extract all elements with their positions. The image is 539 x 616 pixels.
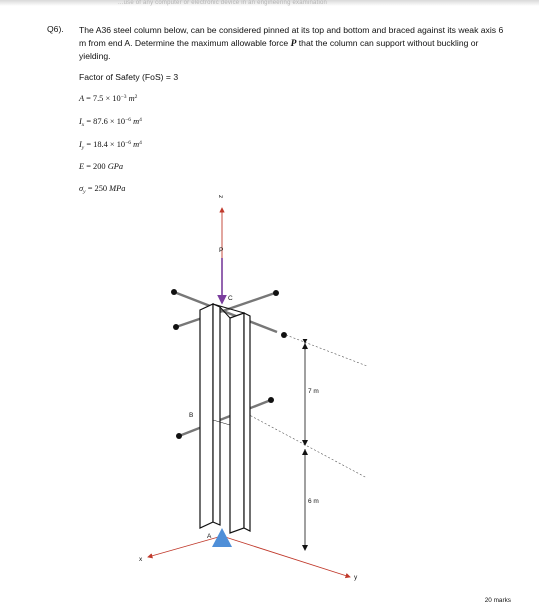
column-flange-right-edge	[243, 312, 251, 532]
page-top-edge	[0, 0, 539, 6]
column-top-web-edge	[212, 303, 245, 314]
x-axis-line	[147, 535, 223, 559]
rod-end-1	[171, 289, 177, 295]
point-b-label: B	[189, 412, 193, 419]
dim-label-6m: 6 m	[308, 498, 319, 505]
dim-label-7m: 7 m	[308, 388, 319, 395]
point-a-label: A	[207, 533, 212, 540]
rod-end-6	[268, 397, 274, 403]
dim-arrow-7m-bottom	[302, 440, 308, 446]
dim-arrow-6m-bottom	[302, 545, 308, 551]
question-text: The A36 steel column below, can be consi…	[79, 24, 509, 63]
question-text-part-2: that the column can support without buck…	[79, 37, 479, 62]
iy-equation: Iy = 18.4 × 10−6 m4	[79, 140, 142, 151]
factor-of-safety: Factor of Safety (FoS) = 3	[79, 72, 179, 82]
area-equation: A = 7.5 × 10−3 m2	[79, 94, 138, 103]
column-top-web-edge-2	[219, 306, 231, 319]
rod-end-5	[176, 433, 182, 439]
dim-ext-top	[285, 334, 368, 367]
dim-ext-mid	[239, 409, 368, 479]
faded-header-text: ...use of any computer or electronic dev…	[118, 0, 328, 6]
rod-end-3	[173, 324, 179, 330]
dim-arrow-7m-top-head	[302, 343, 308, 349]
y-axis-label: y	[354, 574, 358, 581]
yield-stress-equation: σy = 250 MPa	[79, 184, 126, 195]
column-flange-right-face	[229, 312, 245, 534]
marks-label: 20 marks	[484, 597, 511, 604]
column-flange-left-face	[199, 303, 214, 529]
load-symbol-p: P	[290, 38, 297, 49]
z-axis-label: z	[217, 195, 224, 198]
load-label-p: P	[219, 247, 223, 254]
column-web-line	[212, 419, 231, 426]
top-brace-rod-1	[173, 290, 278, 334]
pin-support-icon	[212, 528, 232, 547]
ix-equation: Ix = 87.6 × 10−6 m4	[79, 117, 142, 128]
mid-brace-rod	[178, 398, 272, 438]
column-flange-left-edge	[212, 303, 221, 526]
y-axis-line	[221, 535, 351, 579]
x-axis-label: x	[139, 556, 143, 563]
rod-end-4	[273, 290, 279, 296]
rod-end-2	[281, 332, 287, 338]
dim-arrow-6m-top	[302, 449, 308, 455]
question-text-part-1: The A36 steel column below, can be consi…	[79, 25, 504, 48]
point-c-label: C	[228, 295, 233, 302]
top-brace-rod-2	[175, 291, 276, 329]
e-equation: E = 200 GPa	[79, 162, 124, 171]
question-number: Q6).	[47, 24, 64, 34]
